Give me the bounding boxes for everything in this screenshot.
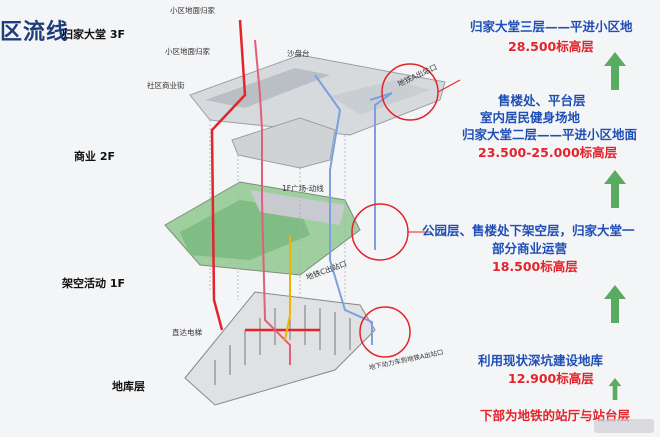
callout-2f-line2: 室内居民健身场地 xyxy=(480,110,581,125)
arrow-up-icon xyxy=(608,378,622,400)
callout-basement-line1: 利用现状深坑建设地库 xyxy=(478,353,604,368)
route-pink xyxy=(254,39,291,365)
arrow-up-icon xyxy=(604,52,626,90)
callout-1f-line1: 公园层、售楼处下架空层，归家大堂一 xyxy=(422,223,635,238)
level-label-basement: 地库层 xyxy=(112,380,145,393)
callout-3f-elevation: 28.500标高层 xyxy=(508,39,594,54)
callout-2f-elevation: 23.500-25.000标高层 xyxy=(478,145,618,160)
level-label-3f: 归家大堂 3F xyxy=(62,28,125,41)
route-red xyxy=(210,19,320,332)
highlight-circle-bottom xyxy=(359,306,411,358)
diagram-label: 1F广场-动线 xyxy=(282,184,324,193)
callout-2f-line1: 售楼处、平台层 xyxy=(498,93,586,108)
arrow-up-icon xyxy=(604,170,626,208)
callout-1f-line2: 部分商业运营 xyxy=(492,241,568,256)
level-label-2f: 商业 2F xyxy=(74,150,115,163)
diagram-label: 小区地面归家 xyxy=(170,6,215,15)
watermark-blur xyxy=(594,419,654,433)
callout-subway: 下部为地铁的站厅与站台层 xyxy=(480,408,631,423)
floor-2f-slab xyxy=(231,117,336,169)
callout-3f-line1: 归家大堂三层——平进小区地 xyxy=(470,19,633,34)
highlight-circle-mid xyxy=(351,203,409,261)
level-label-1f: 架空活动 1F xyxy=(62,277,125,290)
callout-2f-line3: 归家大堂二层——平进小区地面 xyxy=(462,127,638,142)
floor-basement-slab xyxy=(184,291,376,406)
callout-basement-elevation: 12.900标高层 xyxy=(508,371,594,386)
diagram-label: 小区地面归家 xyxy=(165,47,210,56)
diagram-label: 沙盘台 xyxy=(287,49,310,58)
arrow-up-icon xyxy=(604,285,626,323)
callout-1f-elevation: 18.500标高层 xyxy=(492,259,578,274)
route-yellow xyxy=(284,235,291,341)
diagram-label: 直达电梯 xyxy=(172,328,202,337)
diagram-label: 社区商业街 xyxy=(147,81,185,90)
page-title: 区流线 xyxy=(0,20,70,45)
